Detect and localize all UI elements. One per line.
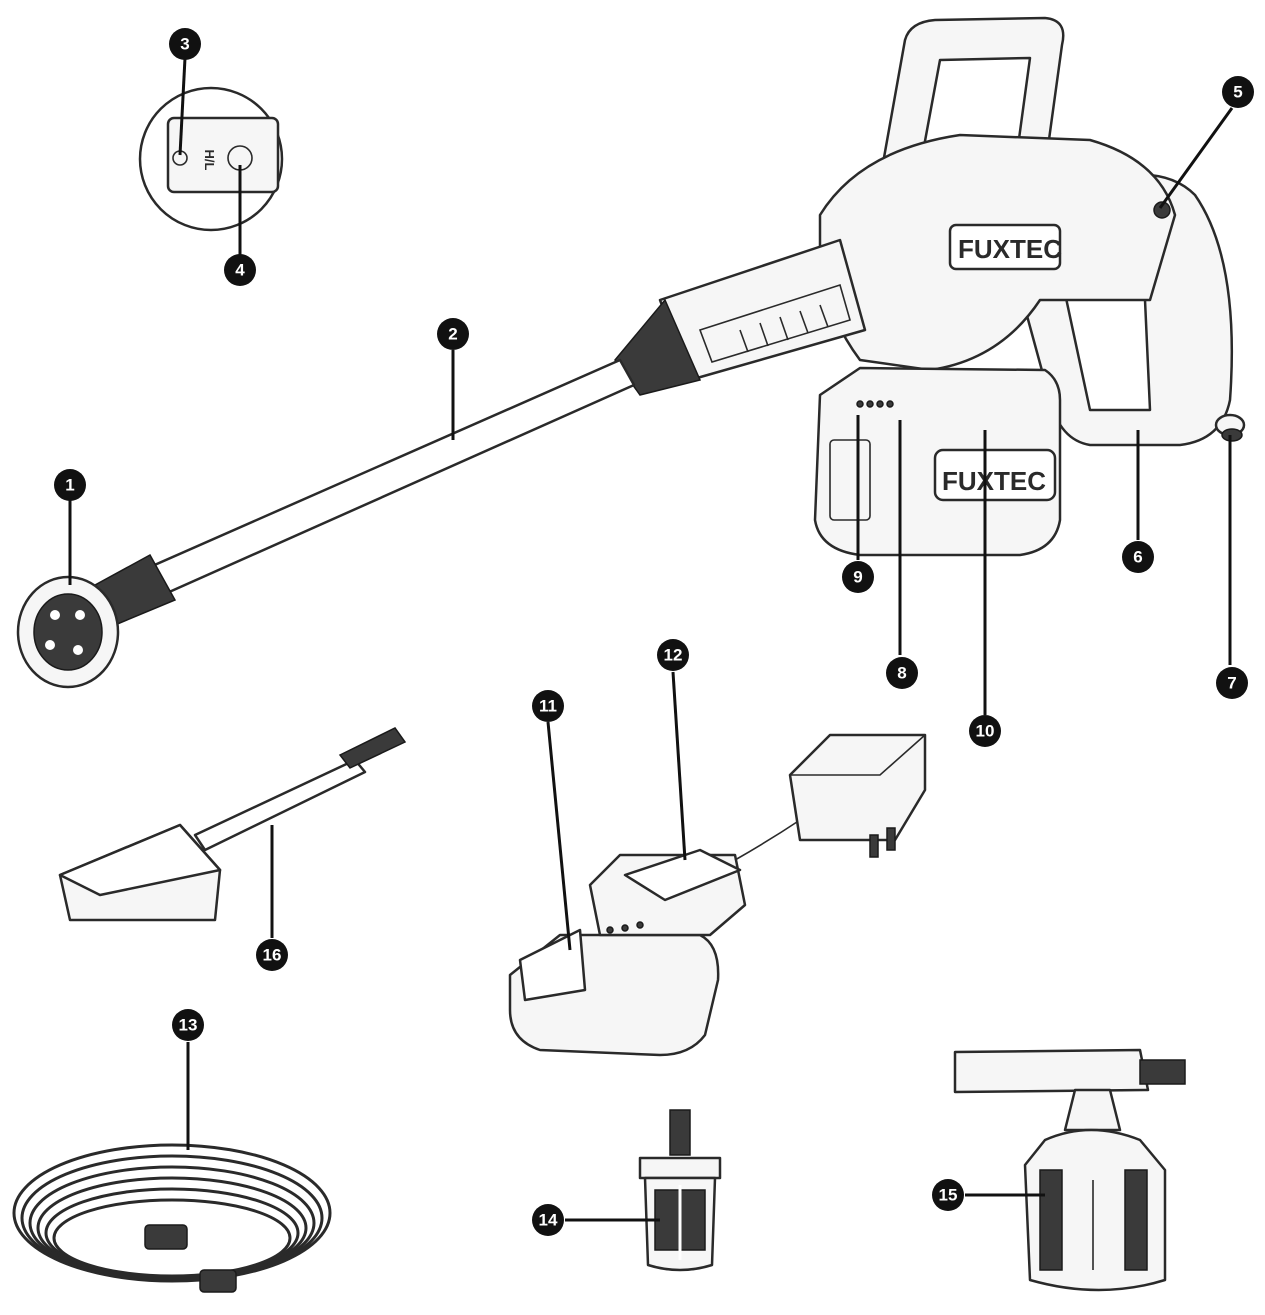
svg-text:8: 8 — [897, 664, 906, 683]
switch-panel-inset: H/L — [138, 86, 284, 232]
svg-text:16: 16 — [263, 946, 282, 965]
svg-text:9: 9 — [853, 568, 862, 587]
brush-attachment — [58, 727, 407, 922]
foam-bottle — [953, 1048, 1186, 1292]
svg-text:15: 15 — [939, 1186, 958, 1205]
callout-4: 4 — [224, 254, 256, 286]
svg-text:2: 2 — [448, 325, 457, 344]
svg-text:4: 4 — [235, 261, 245, 280]
svg-text:10: 10 — [976, 722, 995, 741]
svg-text:14: 14 — [539, 1211, 558, 1230]
switch-label: H/L — [202, 150, 217, 171]
brand-logo-battery: FUXTEC — [942, 466, 1046, 496]
callout-16: 16 — [256, 939, 288, 971]
callout-9: 9 — [842, 561, 874, 593]
callout-12: 12 — [657, 639, 689, 671]
callout-2: 2 — [437, 318, 469, 350]
callout-11: 11 — [532, 690, 564, 722]
svg-text:6: 6 — [1133, 548, 1142, 567]
hose-connector-icon — [144, 1224, 188, 1250]
callout-7: 7 — [1216, 667, 1248, 699]
brand-logo-body: FUXTEC — [958, 234, 1062, 264]
callout-3: 3 — [169, 28, 201, 60]
svg-text:1: 1 — [65, 476, 74, 495]
svg-text:13: 13 — [179, 1016, 198, 1035]
spray-gun: FUXTEC FUXTEC — [614, 16, 1246, 557]
callout-10: 10 — [969, 715, 1001, 747]
callout-5: 5 — [1222, 76, 1254, 108]
callout-15: 15 — [932, 1179, 964, 1211]
water-filter — [638, 1109, 722, 1272]
callout-8: 8 — [886, 657, 918, 689]
svg-text:11: 11 — [539, 697, 557, 716]
callout-13: 13 — [172, 1009, 204, 1041]
callout-6: 6 — [1122, 541, 1154, 573]
leader-lines — [68, 57, 1234, 1222]
svg-text:7: 7 — [1227, 674, 1236, 693]
charger-assembly — [508, 733, 927, 1057]
lance — [16, 358, 636, 689]
svg-text:3: 3 — [180, 35, 189, 54]
svg-text:12: 12 — [664, 646, 683, 665]
svg-text:5: 5 — [1233, 83, 1242, 102]
hose — [12, 1143, 332, 1283]
callout-14: 14 — [532, 1204, 564, 1236]
callout-1: 1 — [54, 469, 86, 501]
